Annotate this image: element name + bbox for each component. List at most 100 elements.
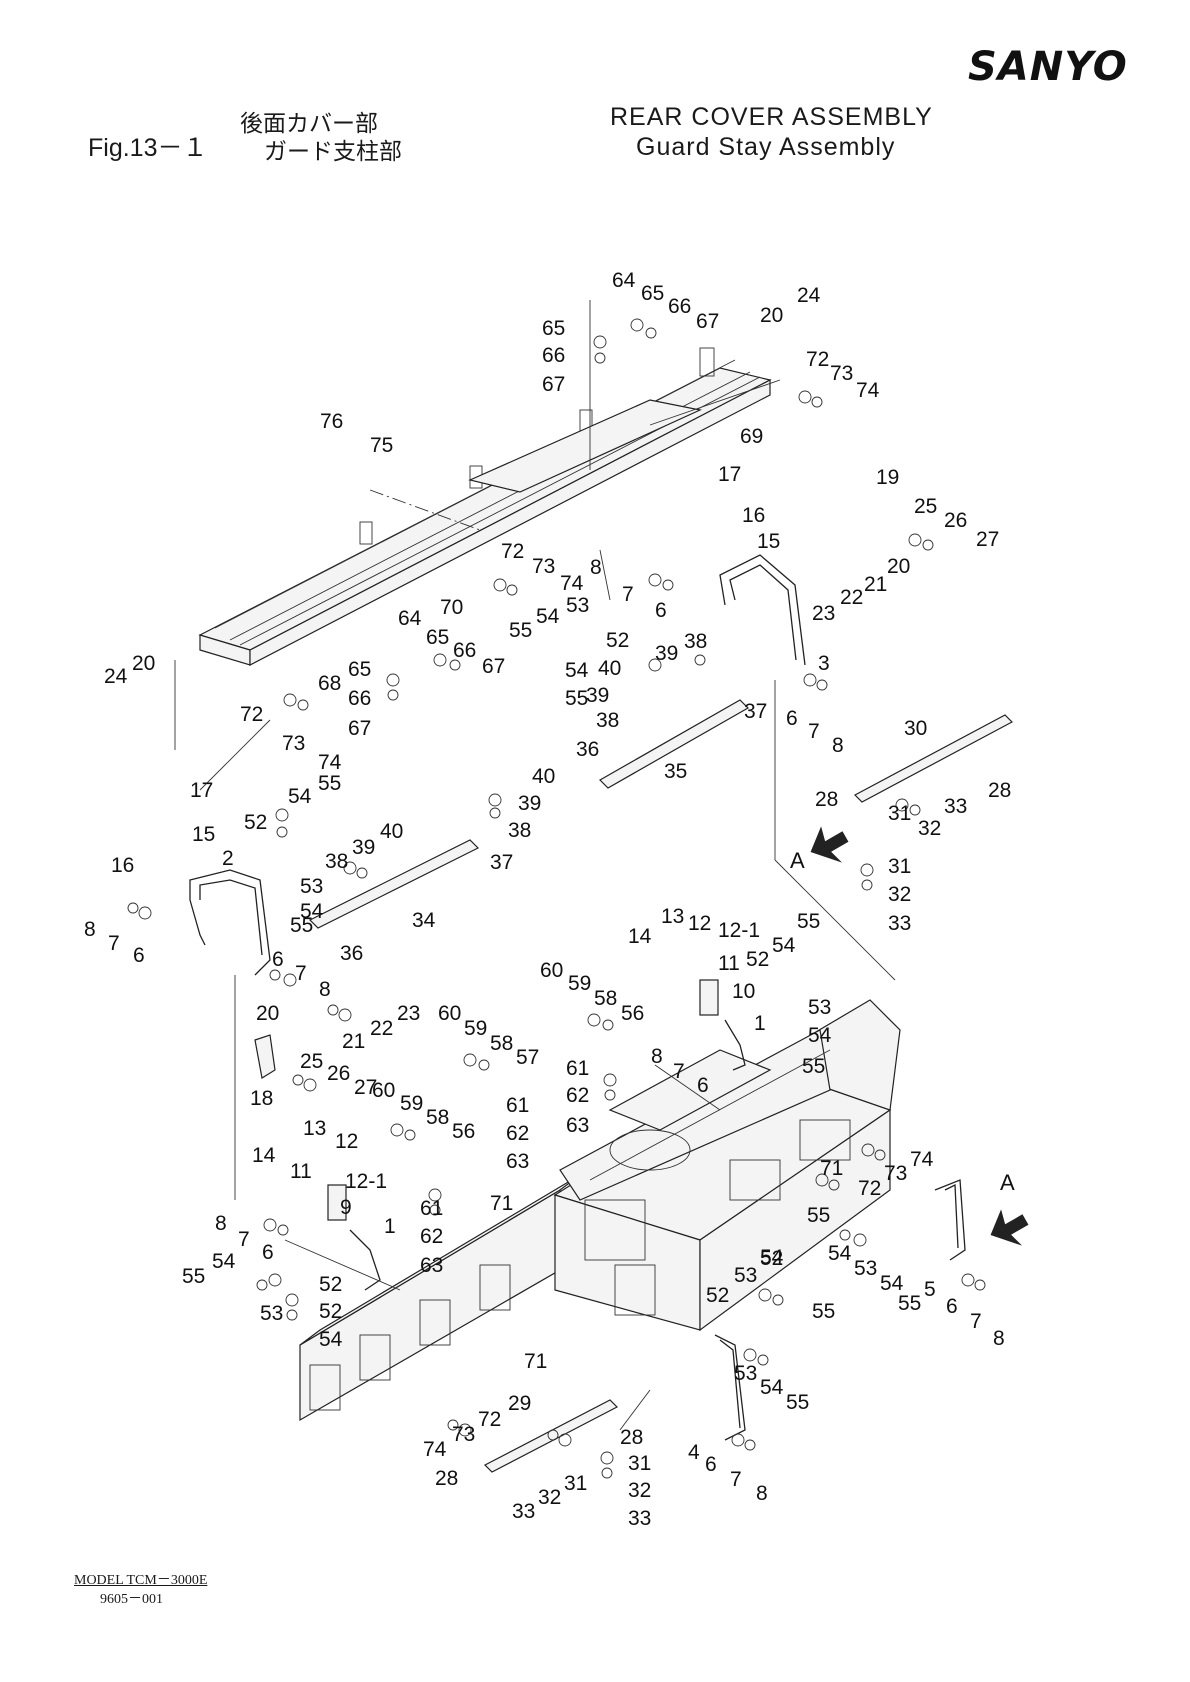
part-callout: 74 [560, 572, 584, 595]
part-callout: 63 [566, 1114, 589, 1137]
part-callout: 55 [898, 1292, 921, 1315]
part-callout: 55 [290, 914, 313, 937]
part-callout: 6 [262, 1241, 274, 1264]
part-callout: 54 [536, 605, 560, 628]
part-callout: 64 [398, 607, 422, 630]
part-callout: 25 [300, 1050, 323, 1073]
part-callout: 28 [988, 779, 1011, 802]
part-callout: 8 [319, 978, 331, 1001]
part-callout: 60 [372, 1079, 395, 1102]
part-callout: 65 [426, 626, 449, 649]
part-callout: 35 [664, 760, 687, 783]
part-callout: 24 [104, 665, 128, 688]
part-callout: 55 [802, 1055, 825, 1078]
part-callout: 52 [319, 1273, 342, 1296]
part-callout: 64 [612, 269, 636, 292]
part-callout: 8 [993, 1327, 1005, 1350]
part-callout: 33 [628, 1507, 651, 1530]
part-callout: 52 [706, 1284, 729, 1307]
bracket-10 [699, 979, 746, 1071]
part-callout: 62 [566, 1084, 589, 1107]
part-callout: 69 [740, 425, 763, 448]
part-callout: 73 [452, 1423, 475, 1446]
part-callout: 61 [420, 1197, 443, 1220]
part-callout: 52 [746, 948, 769, 971]
part-callout: 16 [742, 504, 765, 527]
part-callout: 39 [518, 792, 541, 815]
part-callout: 26 [944, 509, 967, 532]
part-callout: 56 [621, 1002, 644, 1025]
part-callout: 37 [490, 851, 513, 874]
part-callout: 7 [622, 583, 634, 606]
part-callout: 22 [840, 586, 863, 609]
part-callout: 55 [318, 772, 341, 795]
part-callout: 8 [651, 1045, 663, 1068]
model-number: MODEL TCM－3000E [74, 1573, 208, 1588]
part-callout: 17 [718, 463, 741, 486]
brand-logo: SANYO [968, 44, 1128, 90]
part-callout: 15 [757, 530, 780, 553]
part-callout: 55 [812, 1300, 835, 1323]
part-callout: 31 [564, 1472, 587, 1495]
part-callout: 22 [370, 1017, 393, 1040]
bar-30 [854, 714, 1013, 803]
part-callout: 15 [192, 823, 215, 846]
part-callout: 63 [420, 1254, 443, 1277]
part-callout: 65 [542, 317, 565, 340]
part-callout: 27 [354, 1076, 377, 1099]
part-callout: 11 [718, 952, 740, 975]
left-guard-stay [189, 869, 271, 976]
right-guard-stay [719, 554, 806, 666]
part-callout: 66 [453, 639, 476, 662]
view-arrow-label: A [1000, 1170, 1015, 1195]
part-callout: 11 [290, 1160, 312, 1183]
part-callout: 57 [516, 1046, 539, 1069]
view-arrow-a-upper: A [790, 826, 849, 873]
part-callout: 67 [348, 717, 371, 740]
part-callout: 14 [628, 925, 652, 948]
part-callout: 61 [566, 1057, 589, 1080]
view-arrow-a-lower: A [990, 1170, 1029, 1246]
part-callout: 52 [760, 1247, 783, 1270]
part-callout: 17 [190, 779, 213, 802]
part-callout: 32 [918, 817, 941, 840]
part-callout: 8 [756, 1482, 768, 1505]
part-callout: 53 [734, 1264, 757, 1287]
part-callout: 5 [924, 1278, 936, 1301]
part-callout: 39 [655, 642, 678, 665]
part-callout: 75 [370, 434, 393, 457]
part-callout: 39 [352, 836, 375, 859]
part-callout: 18 [250, 1087, 273, 1110]
part-callout: 67 [542, 373, 565, 396]
part-callout: 31 [888, 802, 911, 825]
part-callout: 8 [832, 734, 844, 757]
part-callout: 25 [914, 495, 937, 518]
part-callout: 59 [464, 1017, 487, 1040]
part-callout: 23 [397, 1002, 420, 1025]
part-callout: 73 [884, 1162, 907, 1185]
title-jp-main: 後面カバー部 [240, 111, 378, 137]
part-callout: 31 [888, 855, 911, 878]
part-callout: 12-1 [345, 1170, 387, 1193]
part-callout: 40 [598, 657, 621, 680]
part-callout: 38 [508, 819, 531, 842]
part-callout: 55 [786, 1391, 809, 1414]
part-callout: 74 [856, 379, 880, 402]
part-callout: 54 [808, 1024, 832, 1047]
part-callout: 62 [506, 1122, 529, 1145]
part-callout: 3 [818, 652, 830, 675]
part-callout: 19 [876, 466, 899, 489]
part-callout: 7 [730, 1468, 742, 1491]
title-en-main: REAR COVER ASSEMBLY [610, 103, 933, 131]
part-callout: 13 [303, 1117, 326, 1140]
part-callout: 7 [108, 932, 120, 955]
part-callout: 34 [412, 909, 436, 932]
part-callout: 73 [282, 732, 305, 755]
part-callout: 52 [606, 629, 629, 652]
part-callout: 32 [538, 1486, 561, 1509]
machine-base [299, 999, 901, 1422]
part-callout: 12 [688, 912, 711, 935]
part-callout: 20 [132, 652, 155, 675]
part-callout: 1 [754, 1012, 766, 1035]
